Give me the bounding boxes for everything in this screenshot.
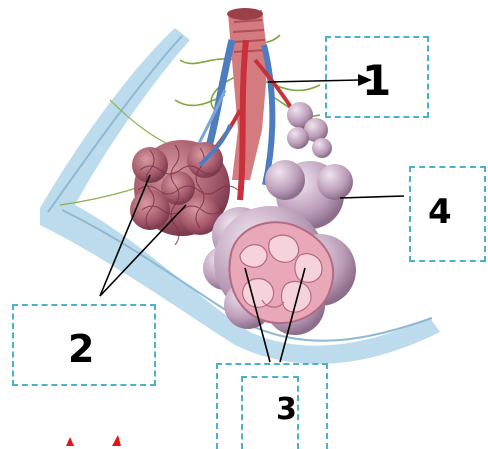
label-number-4: 4 (428, 195, 452, 229)
label-number-3: 3 (276, 395, 297, 425)
leader-line-4 (340, 196, 404, 198)
bronchiole-opening (227, 8, 263, 20)
label-number-1: 1 (362, 60, 391, 102)
red-marks (66, 435, 121, 446)
label-number-2: 2 (68, 330, 94, 368)
